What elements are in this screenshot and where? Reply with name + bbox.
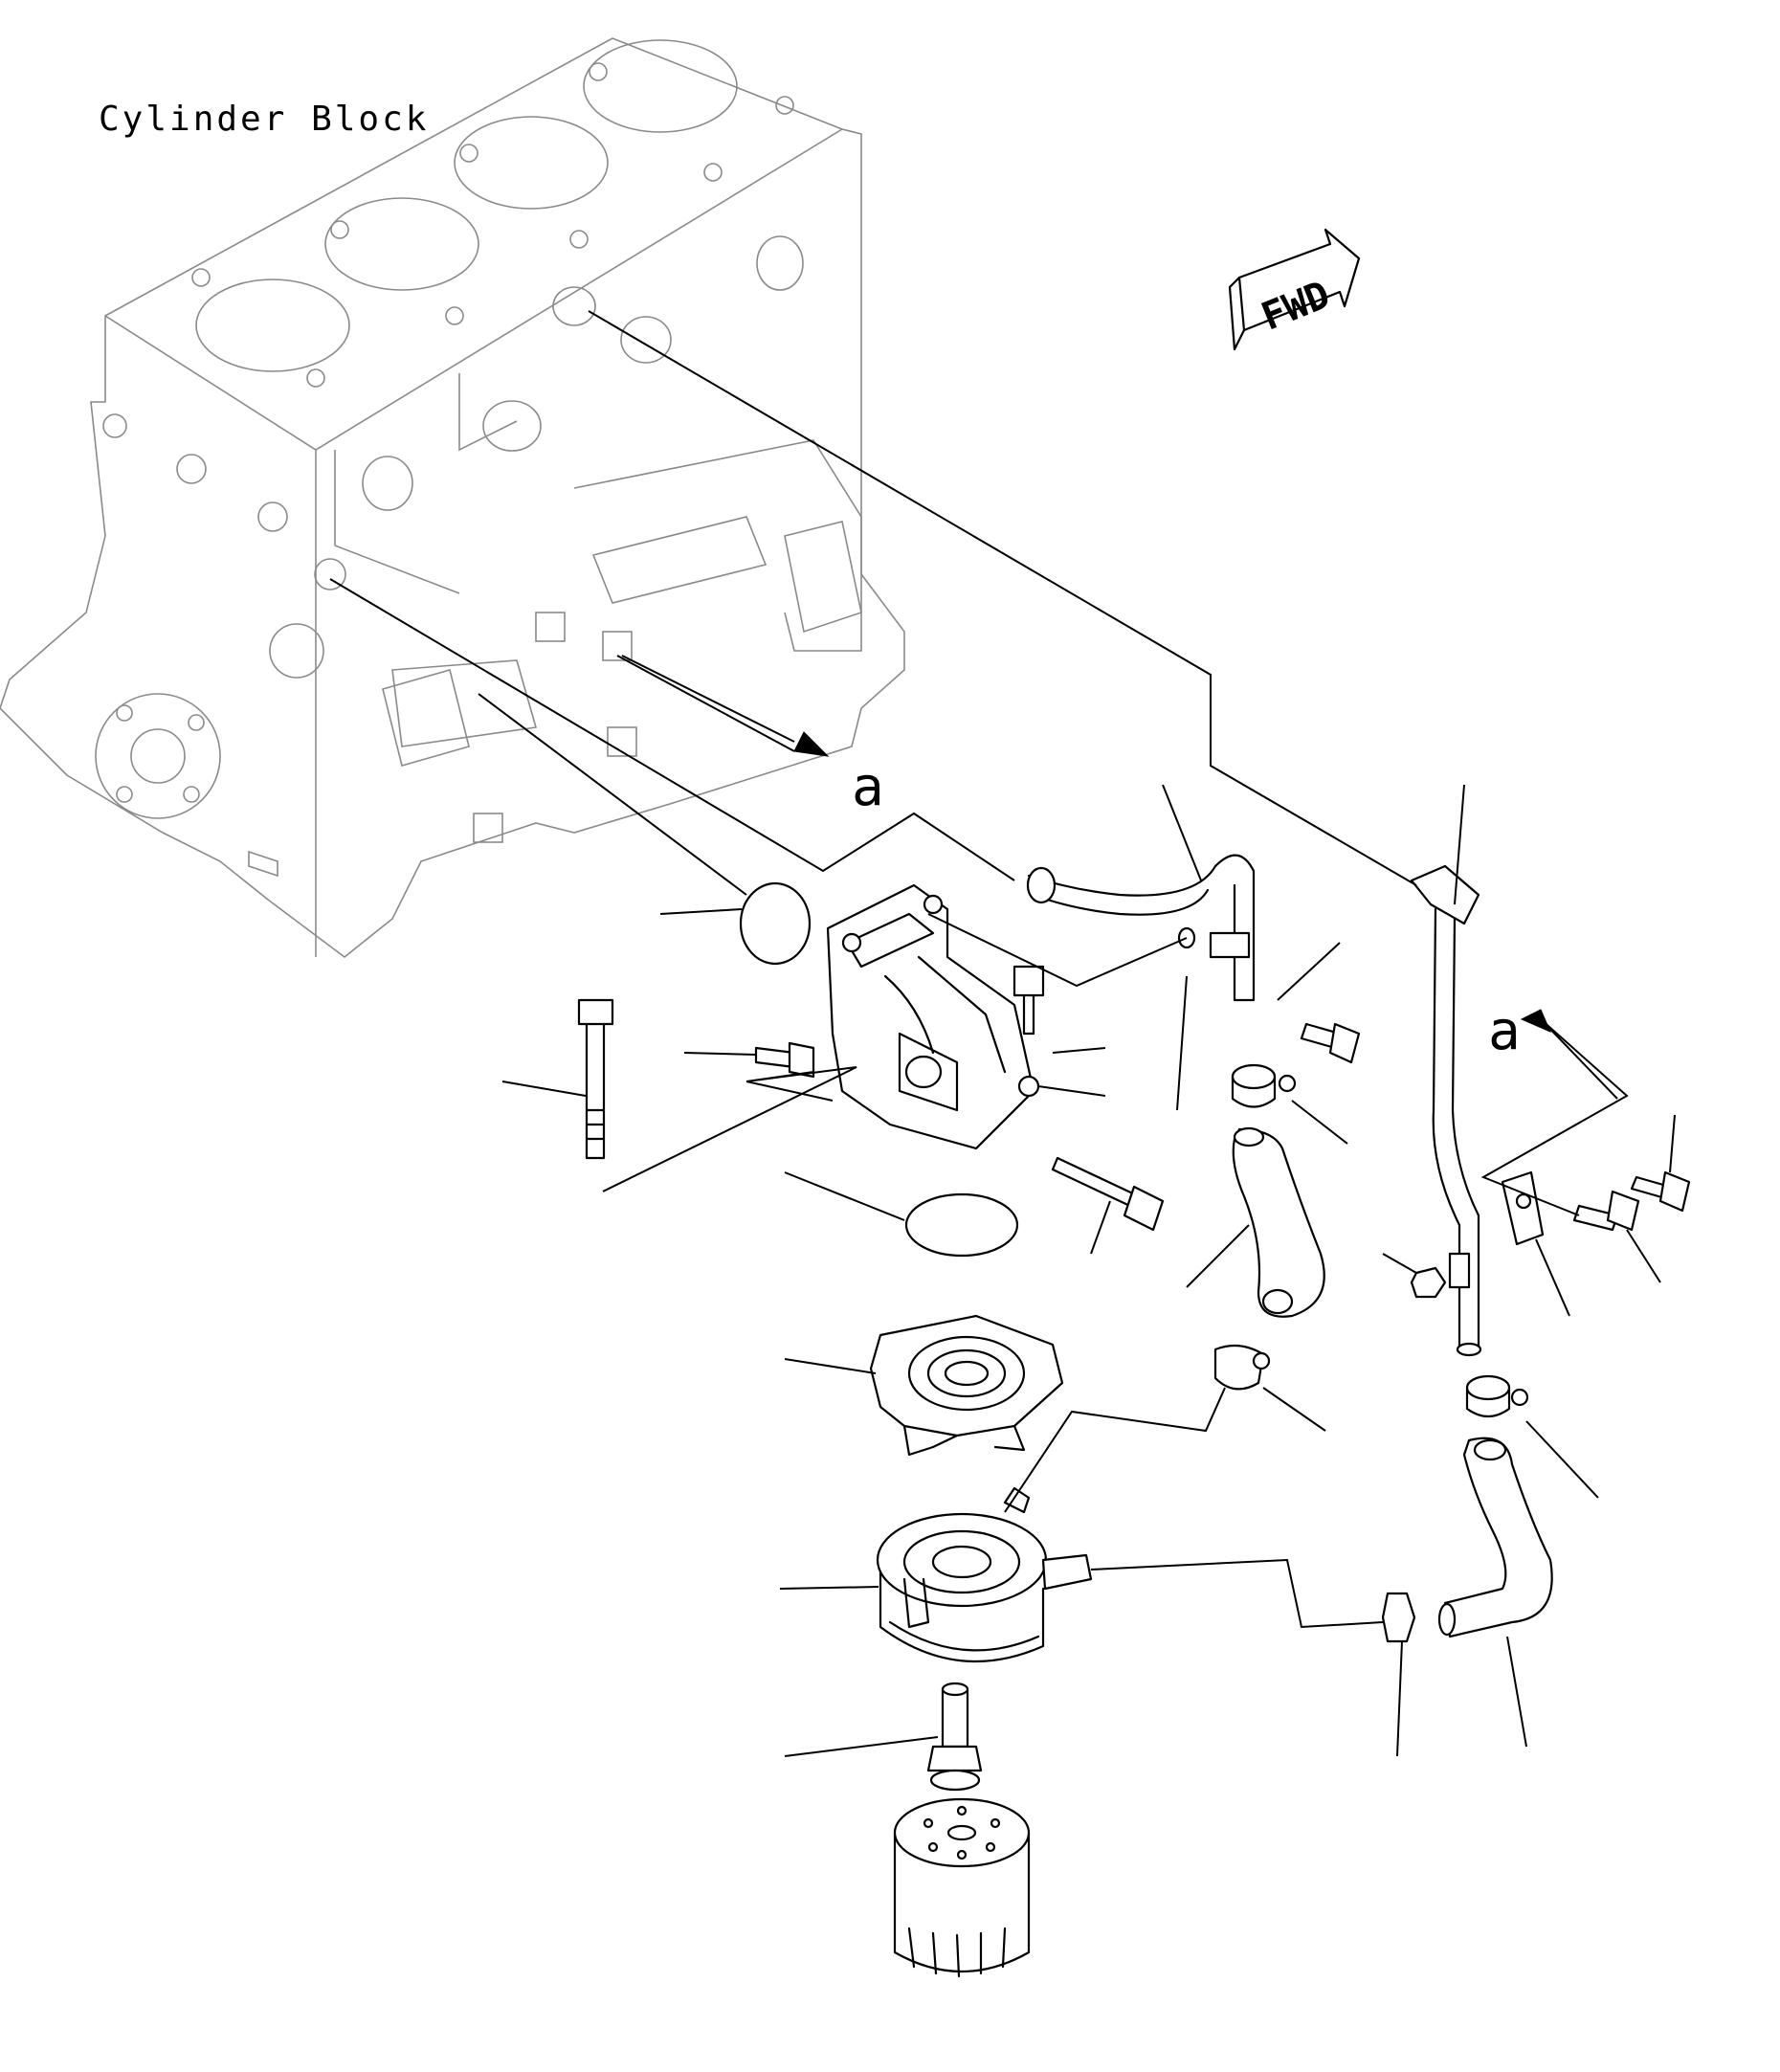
reference-arrows (621, 655, 1618, 1100)
tube-bracket (1501, 1170, 1545, 1246)
oil-pipe (1410, 864, 1482, 1357)
oil-cooler (876, 1486, 1093, 1663)
hoses (1232, 1126, 1553, 1638)
cooler-cover (869, 1314, 1064, 1457)
reference-mark-a-right: a (1488, 1000, 1521, 1062)
gasket-lower (904, 1192, 1019, 1258)
cylinder-block-label: Cylinder Block (99, 100, 430, 139)
center-stud (926, 1682, 983, 1792)
oil-tube (1026, 854, 1256, 1002)
filter-head (826, 883, 1040, 1150)
hose-clamps (1213, 1063, 1529, 1643)
leader-lines (329, 310, 1676, 1757)
fwd-arrow-icon (1228, 228, 1361, 351)
gasket-upper (739, 881, 812, 966)
bolts (577, 965, 1691, 1299)
oil-filter (893, 1797, 1031, 1978)
cylinder-block (0, 37, 905, 959)
reference-mark-a-upper: a (852, 756, 884, 818)
